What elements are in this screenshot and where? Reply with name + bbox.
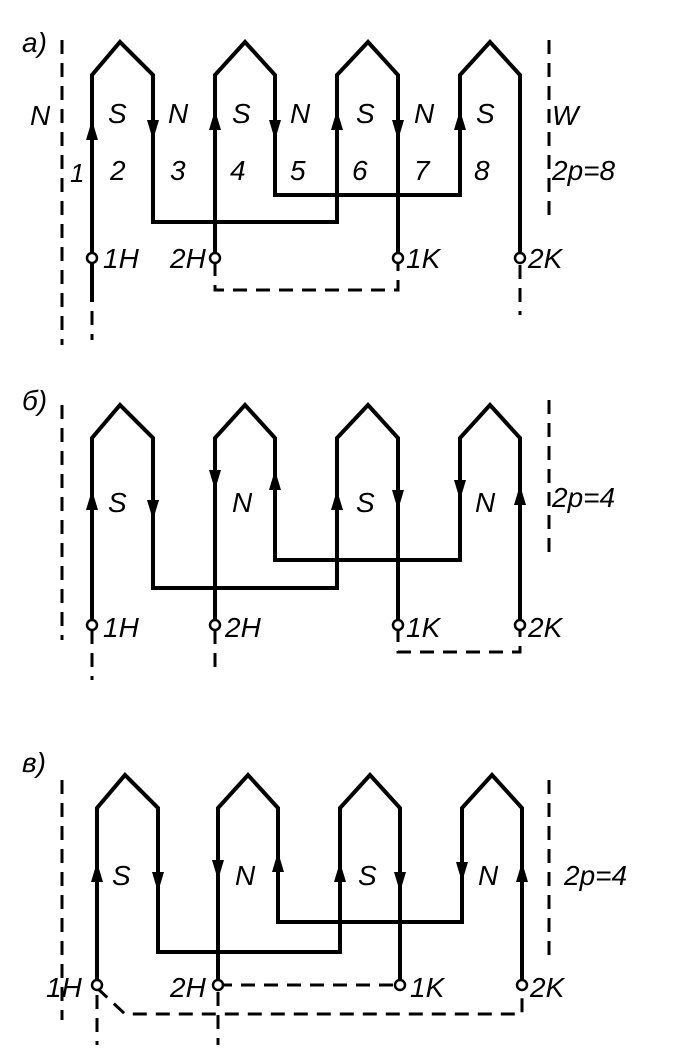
arrow-up-icon bbox=[331, 110, 343, 130]
terminal-label-2k: 2K bbox=[527, 243, 564, 274]
terminal-1k bbox=[391, 618, 405, 632]
pole-label: N bbox=[235, 860, 256, 891]
pole-label: N bbox=[168, 98, 189, 129]
pole-label: N bbox=[475, 487, 496, 518]
winding-2-path bbox=[213, 39, 522, 257]
terminal-label-1k: 1K bbox=[410, 972, 446, 1003]
pole-count-label: 2p=8 bbox=[551, 155, 615, 186]
slot-number: 7 bbox=[414, 155, 431, 186]
panel-v: в) S N S N 2p=4 1H 2H 1K 2K bbox=[22, 747, 627, 1045]
terminal-2k bbox=[513, 251, 527, 265]
pole-label: S bbox=[358, 860, 377, 891]
arrow-up-icon bbox=[454, 110, 466, 130]
arrow-up-icon bbox=[514, 485, 526, 505]
terminal-1h bbox=[85, 251, 99, 265]
pole-label: N bbox=[478, 860, 499, 891]
terminal-label-2k: 2K bbox=[527, 612, 564, 643]
arrow-down-icon bbox=[392, 120, 404, 140]
terminal-2h bbox=[208, 618, 222, 632]
arrow-up-icon bbox=[516, 862, 528, 882]
arrow-down-icon bbox=[212, 860, 224, 880]
arrow-down-icon bbox=[454, 480, 466, 500]
arrow-up-icon bbox=[334, 862, 346, 882]
pole-count-label: 2p=4 bbox=[563, 860, 627, 891]
panel-v-label: в) bbox=[22, 747, 46, 778]
terminal-label-2h: 2H bbox=[224, 612, 262, 643]
arrow-down-icon bbox=[456, 862, 468, 882]
panel-a: а) N S N S N S N S W 1 2 bbox=[22, 27, 615, 345]
connection-1k-2k bbox=[396, 628, 522, 654]
winding-1-path bbox=[90, 402, 400, 622]
connection-1h-2k bbox=[95, 986, 524, 1016]
arrow-up-icon bbox=[272, 852, 284, 872]
pole-label: S bbox=[232, 98, 251, 129]
terminal-2h bbox=[208, 251, 222, 265]
slot-number: 3 bbox=[170, 155, 186, 186]
panel-a-label: а) bbox=[22, 27, 47, 58]
pole-count-label: 2p=4 bbox=[551, 482, 615, 513]
terminal-1k bbox=[393, 978, 407, 992]
arrow-up-icon bbox=[269, 470, 281, 490]
slot-number: 2 bbox=[109, 155, 126, 186]
panel-b: б) S N S N 2p=4 1H 2H 1K 2K bbox=[22, 385, 615, 680]
pole-label: N bbox=[414, 98, 435, 129]
terminal-1h bbox=[90, 978, 104, 992]
terminal-2h bbox=[211, 978, 225, 992]
arrow-down-icon bbox=[147, 120, 159, 140]
arrow-up-icon bbox=[209, 110, 221, 130]
terminal-label-2h: 2H bbox=[169, 972, 207, 1003]
terminal-1h bbox=[85, 618, 99, 632]
pole-label: S bbox=[356, 98, 375, 129]
winding-2-path bbox=[213, 402, 522, 622]
pole-label: W bbox=[552, 100, 581, 131]
arrow-down-icon bbox=[269, 120, 281, 140]
pole-label: N bbox=[30, 100, 51, 131]
terminal-label-2h: 2H bbox=[169, 243, 207, 274]
arrow-down-icon bbox=[147, 500, 159, 520]
slot-number: 1 bbox=[70, 158, 84, 188]
arrow-up-icon bbox=[86, 490, 98, 510]
arrow-down-icon bbox=[394, 872, 406, 892]
slot-number: 6 bbox=[352, 155, 368, 186]
terminal-2k bbox=[515, 978, 529, 992]
winding-1-path bbox=[95, 772, 402, 987]
terminal-2k bbox=[513, 618, 527, 632]
pole-label: S bbox=[108, 487, 127, 518]
arrow-up-icon bbox=[86, 120, 98, 140]
arrow-down-icon bbox=[392, 490, 404, 510]
terminal-label-1k: 1K bbox=[406, 612, 442, 643]
terminal-label-1k: 1K bbox=[406, 243, 442, 274]
terminal-label-2k: 2K bbox=[529, 972, 566, 1003]
arrow-up-icon bbox=[331, 490, 343, 510]
arrow-down-icon bbox=[209, 470, 221, 490]
pole-label: S bbox=[112, 860, 131, 891]
slot-number: 4 bbox=[230, 155, 246, 186]
winding-2-path bbox=[216, 772, 524, 987]
pole-label: S bbox=[356, 487, 375, 518]
terminal-1k bbox=[391, 251, 405, 265]
slot-number: 5 bbox=[290, 155, 306, 186]
pole-label: S bbox=[476, 98, 495, 129]
terminal-label-1h: 1H bbox=[46, 972, 83, 1003]
terminal-label-1h: 1H bbox=[103, 243, 140, 274]
connection-2h-1k bbox=[213, 262, 400, 292]
pole-label: N bbox=[232, 487, 253, 518]
pole-label: S bbox=[108, 98, 127, 129]
slot-number: 8 bbox=[474, 155, 490, 186]
panel-b-label: б) bbox=[22, 385, 47, 416]
arrow-up-icon bbox=[91, 862, 103, 882]
winding-1-path bbox=[90, 39, 400, 302]
pole-label: N bbox=[290, 98, 311, 129]
arrow-down-icon bbox=[152, 872, 164, 892]
terminal-label-1h: 1H bbox=[103, 612, 140, 643]
